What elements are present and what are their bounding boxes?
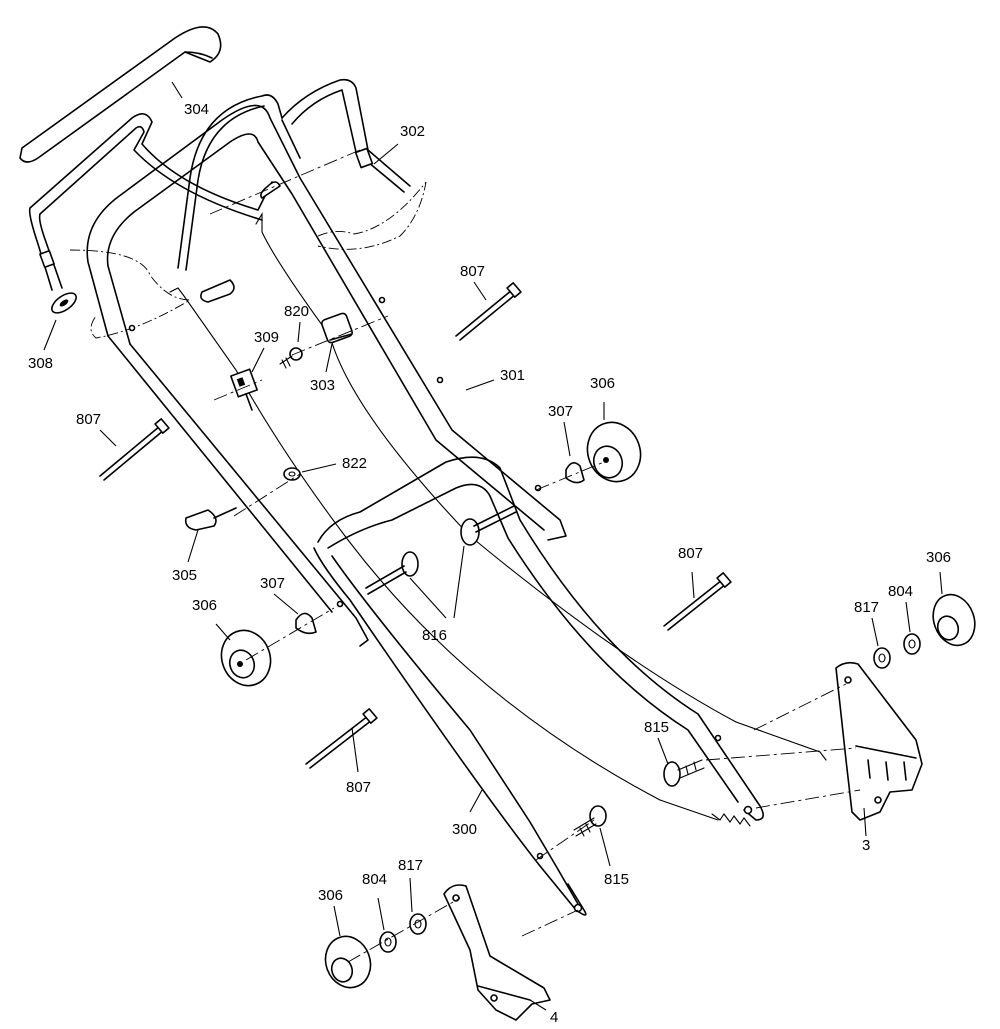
cable-tie-807-a	[455, 282, 522, 341]
upper-handle-301	[86, 104, 567, 541]
callout-306-right: 306	[926, 549, 951, 566]
callout-306-lower: 306	[318, 887, 343, 904]
callout-822: 822	[342, 455, 367, 472]
washer-307-a	[565, 462, 585, 484]
spring-cable-end	[711, 813, 751, 827]
assembly-centerlines	[209, 149, 861, 963]
cable-tie-807-b	[99, 418, 170, 481]
callout-820: 820	[284, 303, 309, 320]
washer-307-b	[295, 612, 317, 635]
leader-lines	[43, 81, 943, 1011]
callout-816: 816	[422, 627, 447, 644]
callout-3: 3	[862, 837, 870, 854]
callout-817-right: 817	[854, 599, 879, 616]
carriage-bolt-816-a	[365, 551, 419, 595]
callout-307-upper: 307	[548, 403, 573, 420]
lock-washer-817-b	[409, 913, 427, 935]
knob-306-a	[586, 421, 642, 483]
carriage-bolt-816-b	[460, 505, 517, 546]
callout-815-right: 815	[644, 719, 669, 736]
mount-bracket-4	[443, 884, 551, 1021]
cable-tie-807-d	[305, 708, 378, 769]
callout-306-upper: 306	[590, 375, 615, 392]
callout-307-left: 307	[260, 575, 285, 592]
callout-807-lower: 807	[346, 779, 371, 796]
bolt-815-b	[573, 805, 607, 837]
callout-labels: 304 302 308 820 309 303 807 301 306 307 …	[28, 101, 951, 1026]
washer-804-a	[903, 633, 921, 655]
lower-handle-300	[107, 335, 764, 916]
callout-304: 304	[184, 101, 209, 118]
cable-bracket-309	[230, 368, 258, 411]
callout-306-left: 306	[192, 597, 217, 614]
wing-bolt-305	[184, 507, 237, 531]
callout-305: 305	[172, 567, 197, 584]
callout-807-mid: 807	[678, 545, 703, 562]
callout-804-lower: 804	[362, 871, 387, 888]
callout-302: 302	[400, 123, 425, 140]
callout-4: 4	[550, 1009, 558, 1026]
washer-804-b	[379, 931, 397, 953]
callout-308: 308	[28, 355, 53, 372]
callout-300: 300	[452, 821, 477, 838]
spacer-822	[283, 467, 301, 481]
callout-815-lower: 815	[604, 871, 629, 888]
callout-804-right: 804	[888, 583, 913, 600]
callout-817-lower: 817	[398, 857, 423, 874]
callout-301: 301	[500, 367, 525, 384]
cable-clip-308	[51, 292, 77, 314]
callout-303: 303	[310, 377, 335, 394]
cable-tie-807-c	[663, 572, 732, 631]
cable-guide-303	[321, 312, 353, 344]
bail-wire-302	[28, 78, 411, 303]
screw-820	[279, 347, 303, 369]
control-cables	[169, 212, 827, 821]
bolt-815-a	[663, 759, 705, 787]
knob-306-b	[220, 629, 272, 687]
knob-306-c	[932, 593, 976, 647]
handle-grip-304	[19, 26, 222, 163]
callout-807-left: 807	[76, 411, 101, 428]
callout-807-upper: 807	[460, 263, 485, 280]
mount-bracket-3	[835, 661, 923, 821]
callout-309: 309	[254, 329, 279, 346]
lock-washer-817-a	[873, 647, 891, 669]
